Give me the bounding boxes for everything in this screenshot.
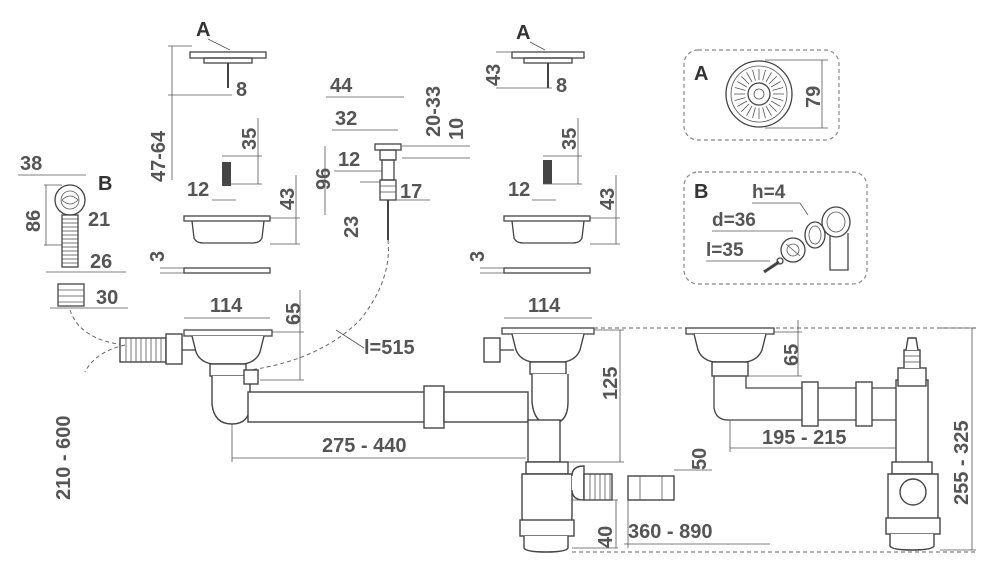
strainer-right: A 43 8 xyxy=(483,22,585,97)
panel-b-l: l=35 xyxy=(706,240,744,261)
variant-height-range: 255 - 325 xyxy=(951,420,973,505)
overflow-body-part xyxy=(821,206,851,271)
overflow-screw-part xyxy=(763,257,784,274)
left-bowl xyxy=(191,335,265,365)
gasket-left: 3 xyxy=(147,251,271,274)
right-trap-bend xyxy=(531,374,569,425)
overflow-cap-part xyxy=(780,237,806,263)
strainer-right-letter: A xyxy=(516,22,530,44)
basket-left xyxy=(183,175,300,245)
panel-a-letter: A xyxy=(694,63,708,85)
panel-a-dim-79: 79 xyxy=(803,86,825,108)
strainer-left-letter: A xyxy=(196,19,210,41)
right-drop-pipe xyxy=(527,419,561,463)
assembly-cable: l=515 xyxy=(364,337,415,359)
plug-dim-20-33: 20-33 xyxy=(423,86,445,137)
assembly-right-114: 114 xyxy=(528,295,561,317)
overflow-hose xyxy=(61,214,79,268)
assembly-left-114: 114 xyxy=(210,295,243,317)
screw-left-body xyxy=(222,162,231,186)
overflow-nut xyxy=(57,283,85,307)
screw-left: 35 12 43 xyxy=(187,118,299,210)
variant-flange xyxy=(685,327,775,335)
gasket-right-dim-3: 3 xyxy=(467,251,489,262)
strainer-right-dim-43: 43 xyxy=(483,64,505,86)
horizontal-connector-pipe xyxy=(247,391,429,423)
left-flange xyxy=(183,329,273,337)
strainer-left-height: 47-64 xyxy=(148,130,170,182)
strainer-right-dim-8: 8 xyxy=(556,75,567,97)
strainer-left-dim-8: 8 xyxy=(236,79,247,101)
overflow-dim-30: 30 xyxy=(96,287,118,309)
panel-a: A 79 xyxy=(683,49,840,141)
screw-right-body xyxy=(543,160,552,184)
screw-left-dim-12: 12 xyxy=(187,179,209,201)
outlet-extension xyxy=(627,475,675,501)
screw-right: 35 12 43 xyxy=(508,118,619,210)
right-bowl xyxy=(511,333,585,363)
assembly-dim-50: 50 xyxy=(689,448,711,470)
overflow-dim-86: 86 xyxy=(23,210,45,232)
overflow-cap xyxy=(54,184,86,216)
left-overflow-inlet xyxy=(119,337,167,363)
variant-dim-65: 65 xyxy=(781,344,803,366)
plug-dim-12: 12 xyxy=(338,149,360,171)
variant-bowl xyxy=(693,333,767,363)
assembly-dim-40: 40 xyxy=(595,526,617,548)
overflow-dim-38: 38 xyxy=(20,153,42,175)
assembly-span: 275 - 440 xyxy=(322,435,407,457)
strainer-left: A 47-64 8 xyxy=(148,19,267,182)
screw-right-dim-35: 35 xyxy=(559,128,581,150)
assembly-side-range: 360 - 890 xyxy=(628,521,713,543)
panel-b-h: h=4 xyxy=(752,182,786,203)
panel-a-frame xyxy=(683,49,840,141)
strainer-top-view xyxy=(725,60,793,128)
overflow-dim-21: 21 xyxy=(88,209,110,231)
overflow-assembly: 38 B 86 21 26 30 xyxy=(18,153,128,346)
variant-riser xyxy=(895,379,929,465)
screw-left-dim-43: 43 xyxy=(277,188,299,210)
main-assembly: 114 65 275 - 440 l=515 210 - 600 114 xyxy=(53,290,976,553)
plug-dim-44: 44 xyxy=(330,75,353,97)
plug-dim-23: 23 xyxy=(341,216,363,238)
side-outlet xyxy=(583,473,613,501)
plug-dim-10: 10 xyxy=(446,118,468,140)
basket-right xyxy=(503,175,620,245)
panel-b: B h=4 d=36 l=35 xyxy=(683,171,868,285)
overflow-letter: B xyxy=(98,173,112,195)
variant-span: 195 - 215 xyxy=(762,427,847,449)
plug-dim-96: 96 xyxy=(313,168,335,190)
assembly-right-125: 125 xyxy=(600,367,622,400)
panel-b-d: d=36 xyxy=(712,210,756,231)
gasket-left-dim-3: 3 xyxy=(147,251,169,262)
screw-left-dim-35: 35 xyxy=(239,128,261,150)
plug-dim-17: 17 xyxy=(400,181,422,203)
panel-b-frame xyxy=(683,171,868,285)
variant-assembly: 65 195 - 215 255 - 325 xyxy=(685,320,976,551)
gasket-right: 3 xyxy=(467,251,591,274)
overflow-dim-26: 26 xyxy=(90,251,112,273)
plug-assembly: 44 32 20-33 10 96 12 17 23 xyxy=(249,75,470,371)
panel-b-letter: B xyxy=(694,181,708,203)
screw-right-dim-12: 12 xyxy=(508,179,530,201)
screw-right-dim-43: 43 xyxy=(597,188,619,210)
plug-dim-32: 32 xyxy=(335,108,357,130)
assembly-left-65: 65 xyxy=(283,303,305,325)
cable-dashed xyxy=(249,239,389,371)
right-flange xyxy=(501,327,595,335)
overflow-ring-part xyxy=(804,221,826,249)
assembly-overflow-range: 210 - 600 xyxy=(53,415,75,500)
